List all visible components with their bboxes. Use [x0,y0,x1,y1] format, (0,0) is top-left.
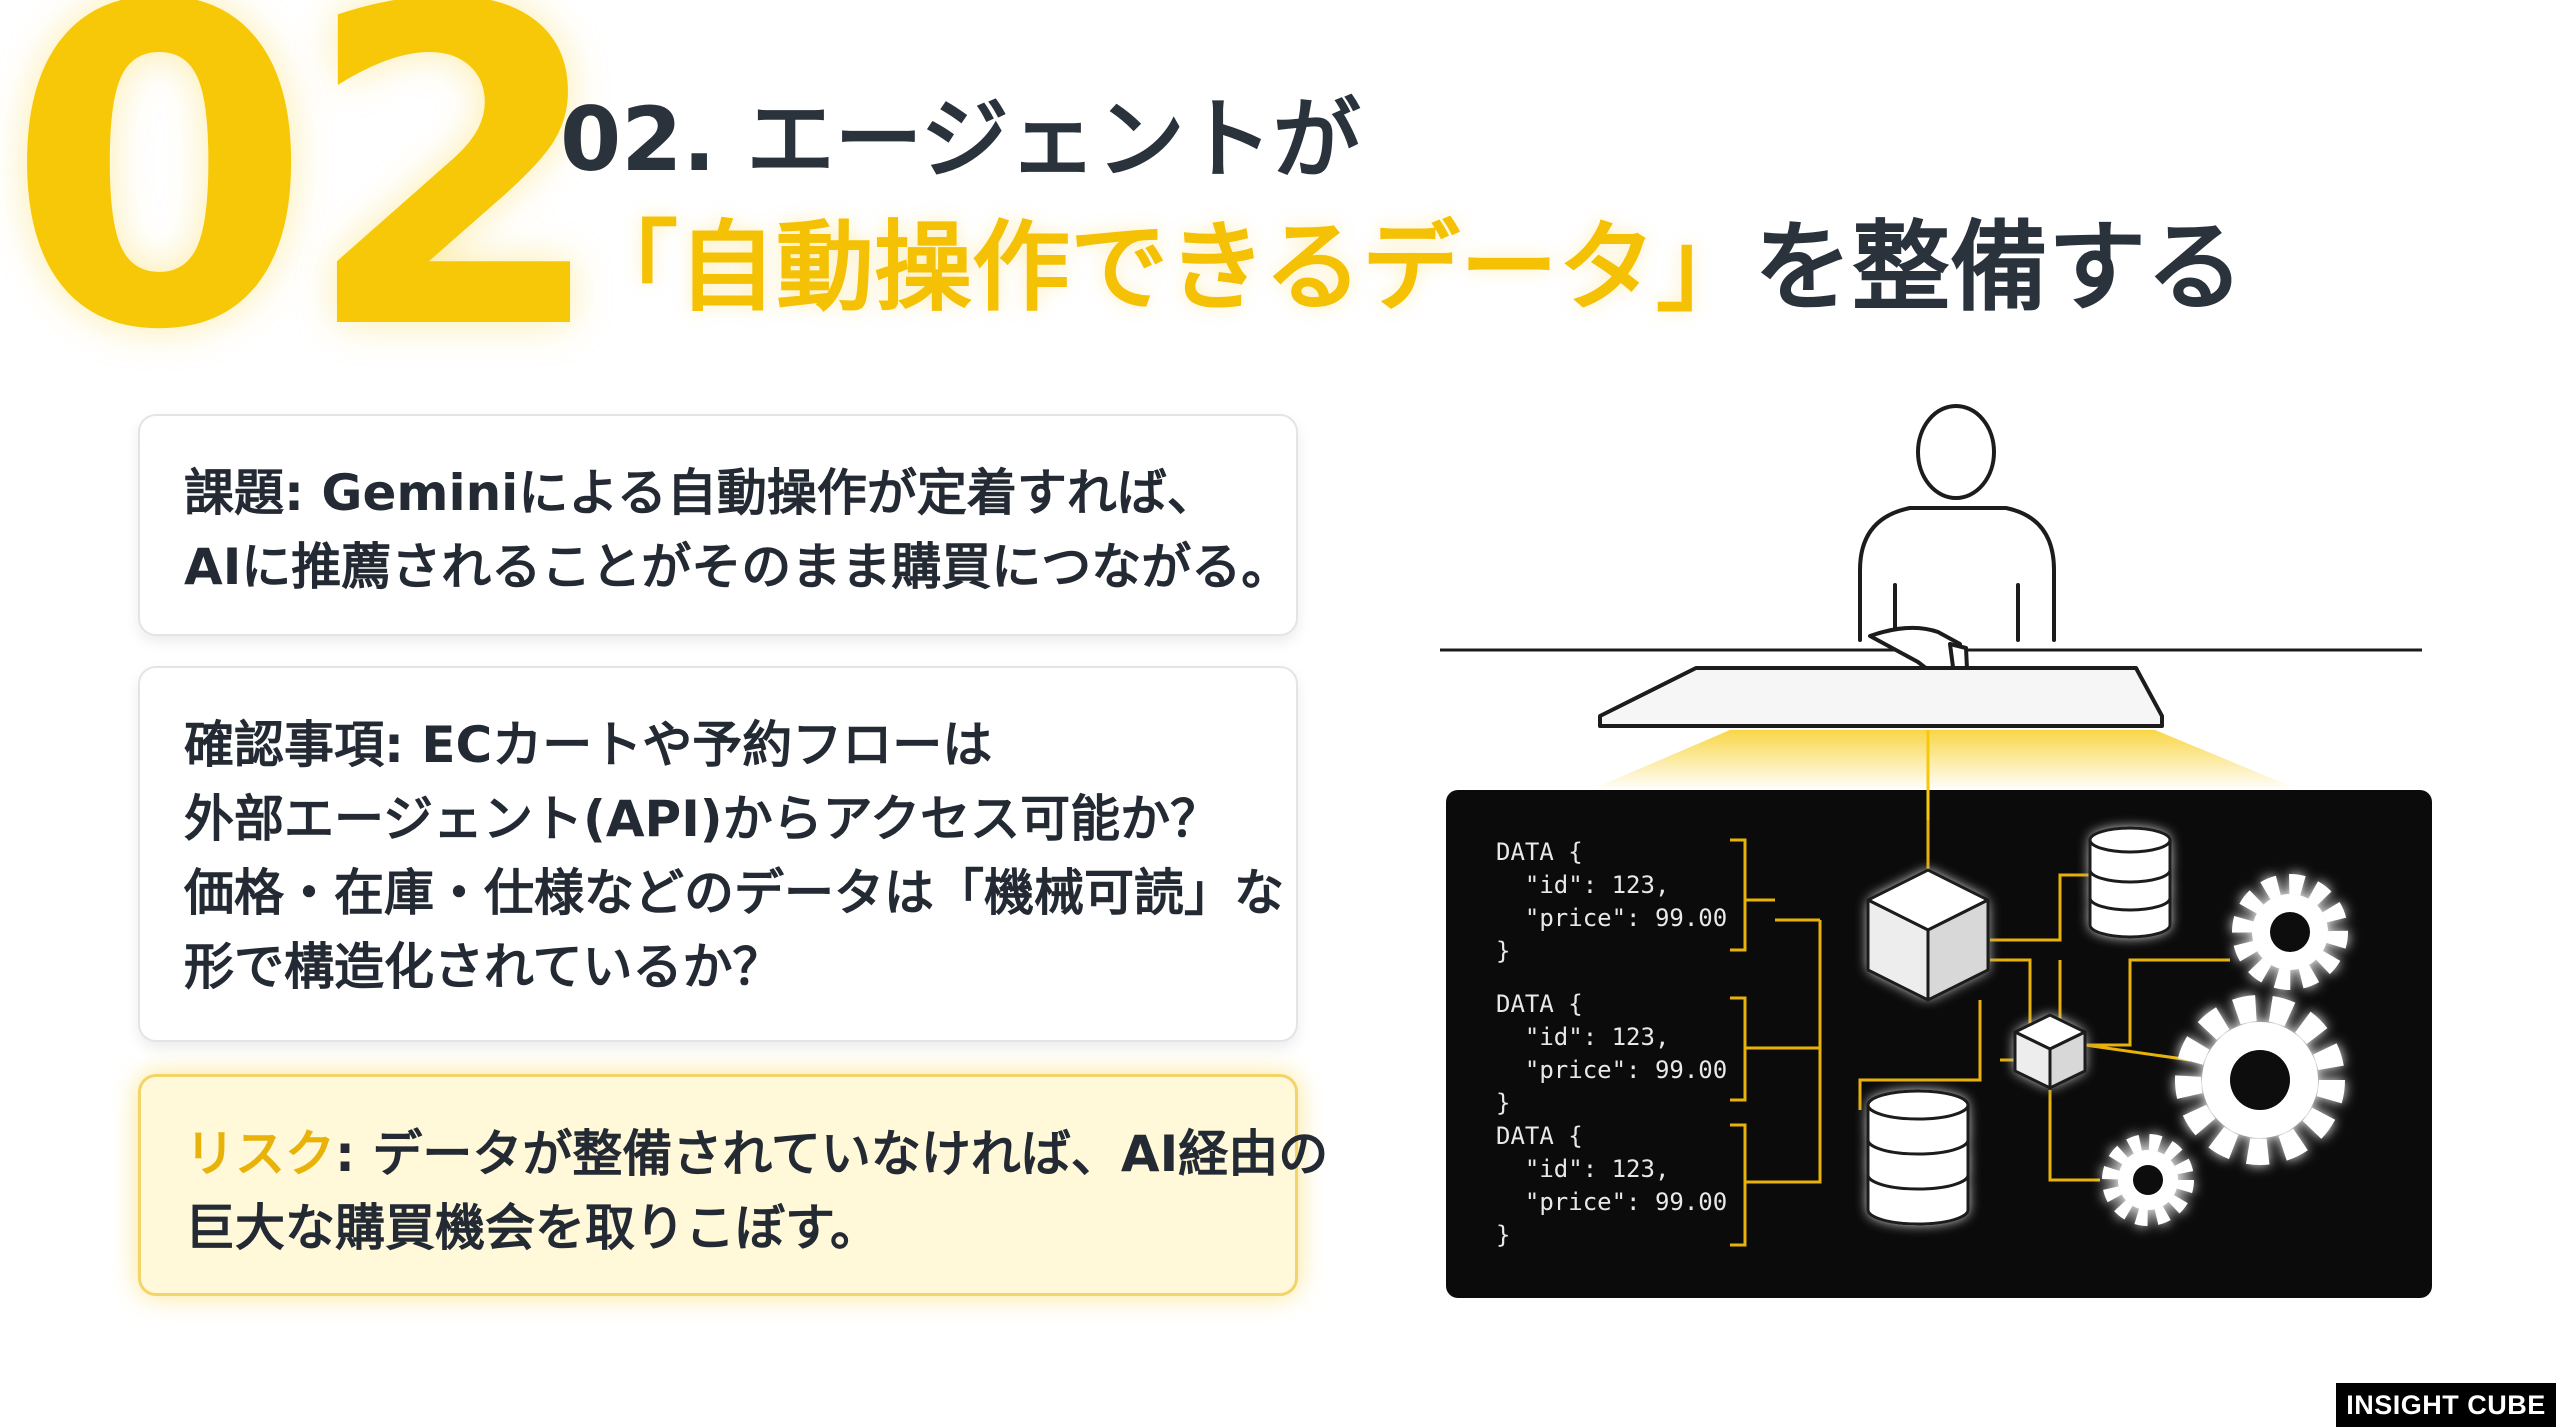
risk-line: リスク: データが整備されていなければ、AI経由の [185,1117,1328,1191]
code-block: DATA { "id": 123, "price": 99.00 } [1496,1122,1728,1249]
risk-label: リスク [185,1125,335,1183]
gear-icon [2175,995,2345,1165]
risk-card: リスク: データが整備されていなければ、AI経由の 巨大な購買機会を取りこぼす。 [138,1074,1328,1296]
cube-icon [2013,1013,2087,1090]
title-line-2: 「自動操作できるデータ」を整備する [580,214,2244,323]
gear-icon [2232,874,2348,990]
database-icon [2088,826,2172,939]
person-icon [1858,404,2056,642]
tablet [1598,666,2164,728]
check-line: 価格・在庫・仕様などのデータは「機械可読」な [184,864,1284,922]
issue-line: AIに推薦されることがそのまま購買につながる。 [184,538,1292,596]
agent-illustration [1440,404,2422,1247]
check-card: 確認事項: ECカートや予約フローは 外部エージェント(API)からアクセス可能… [138,666,1298,1042]
slide-number: 02 [6,0,608,426]
data-brackets [1730,838,1775,1247]
check-line: 外部エージェント(API)からアクセス可能か？ [184,790,1221,848]
database-icon [1866,1089,1970,1226]
risk-text: : データが整備されていなければ、AI経由の [335,1125,1329,1183]
issue-line: 課題: Geminiによる自動操作が定着すれば、 [184,464,1217,522]
code-block: DATA { "id": 123, "price": 99.00 } [1496,838,1728,965]
title-highlight: 「自動操作できるデータ」 [580,211,1755,325]
title-line-1: 02. エージェントが [560,88,1361,191]
issue-card: 課題: Geminiによる自動操作が定着すれば、 AIに推薦されることがそのまま… [138,414,1298,636]
risk-line: 巨大な購買機会を取りこぼす。 [185,1199,880,1257]
light-beam [1590,730,2300,790]
code-block: DATA { "id": 123, "price": 99.00 } [1496,990,1728,1117]
cube-icon [1866,868,1990,1002]
check-line: 確認事項: ECカートや予約フローは [184,716,993,774]
check-line: 形で構造化されているか？ [184,938,783,996]
title-rest: を整備する [1754,211,2245,325]
brand-logo: INSIGHT CUBE [2336,1383,2556,1427]
gear-icon [2102,1134,2194,1226]
